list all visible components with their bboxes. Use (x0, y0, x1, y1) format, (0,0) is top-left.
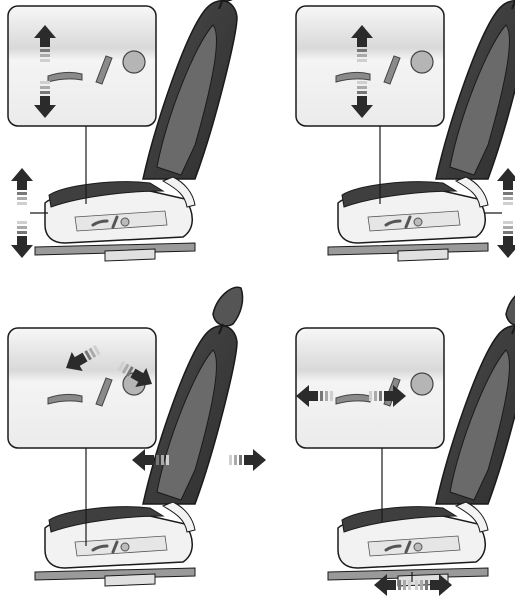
side-1-down-arrow-icon (11, 221, 33, 258)
side-1-up-arrow-icon (11, 168, 33, 205)
inset-4 (296, 328, 444, 448)
side-3-right-arrow-icon (229, 449, 266, 471)
inset-3 (8, 328, 156, 448)
panel-4-seat-fore-aft (296, 287, 515, 596)
panel-2-seat-height-rear (296, 0, 515, 261)
panel-1-seat-height-front (8, 0, 243, 261)
side-2-down-arrow-icon (497, 221, 515, 258)
inset-1 (8, 6, 156, 126)
side-2-up-arrow-icon (497, 168, 515, 205)
panel-3-seatback-recline (8, 287, 266, 586)
